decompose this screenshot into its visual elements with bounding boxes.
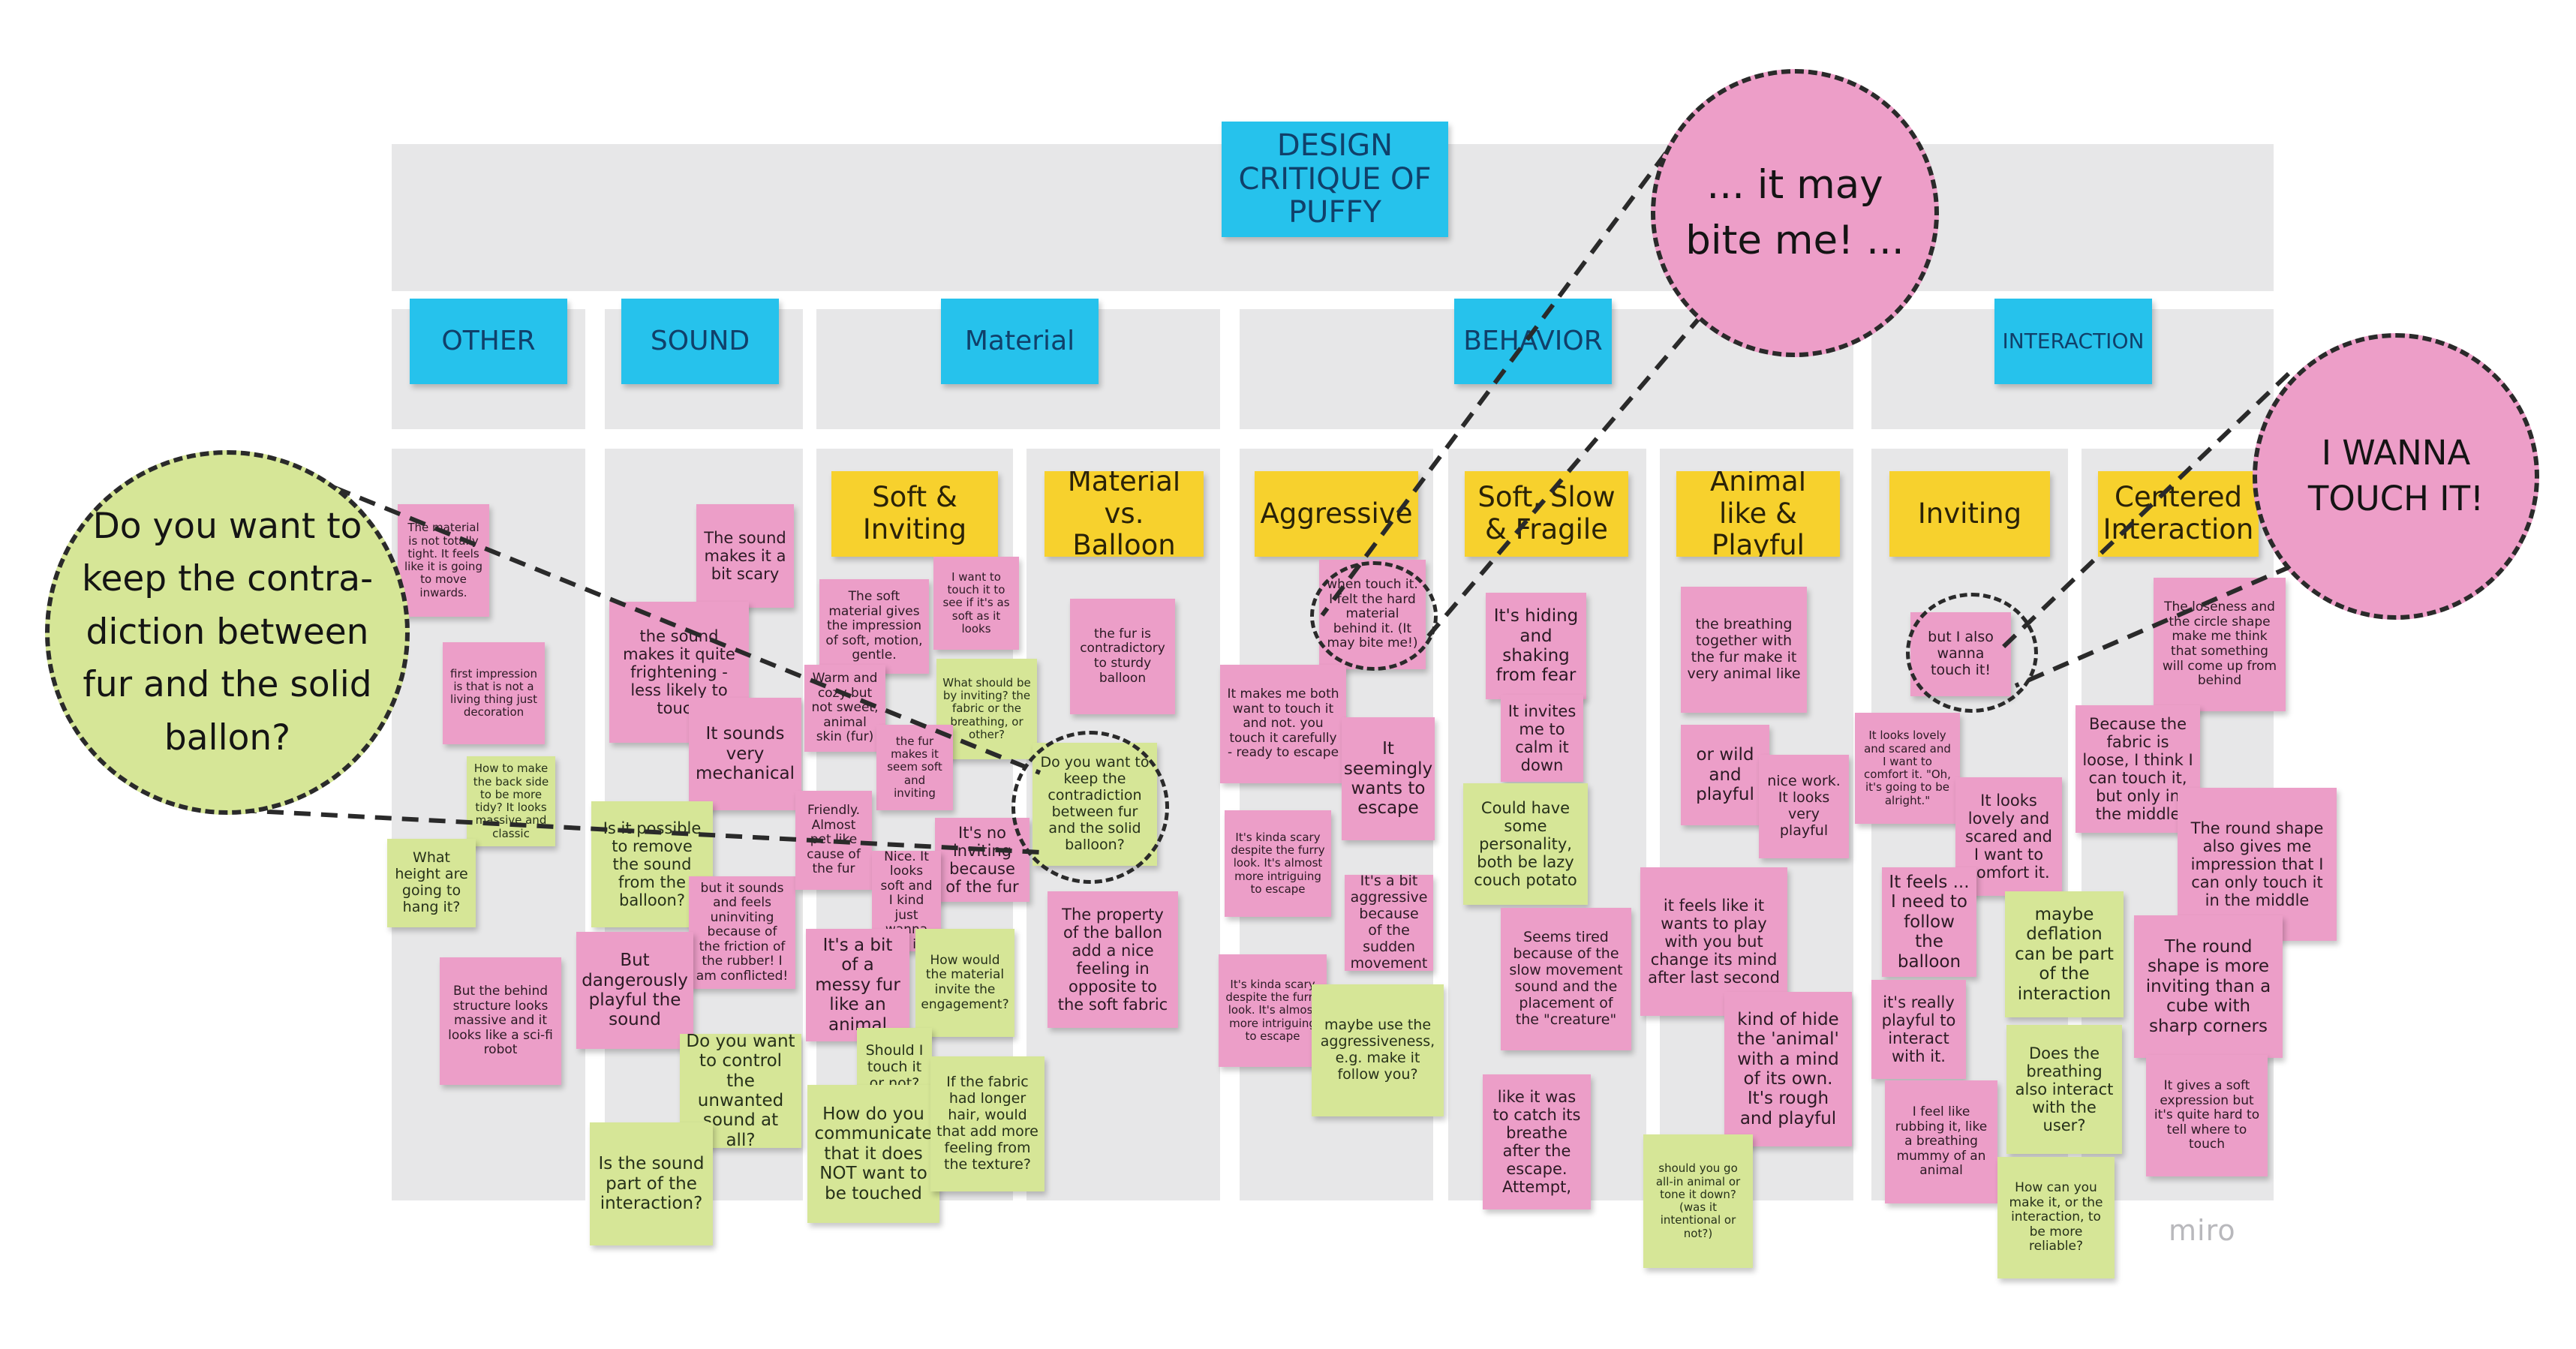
sticky-note[interactable]: How do you communicate that it does NOT … xyxy=(807,1085,939,1223)
contradiction-connector-bottom xyxy=(239,808,1041,855)
sticky-note[interactable]: But the behind structure looks massive a… xyxy=(440,957,561,1085)
sticky-note[interactable]: It makes me both want to touch it and no… xyxy=(1220,665,1346,783)
sticky-note[interactable]: but it sounds and feels uninviting becau… xyxy=(689,876,795,989)
callout-touch[interactable]: I WANNA TOUCH IT! xyxy=(2253,333,2539,620)
sticky-note[interactable]: It's hiding and shaking from fear xyxy=(1486,593,1586,699)
sticky-note[interactable]: should you go all-in animal or tone it d… xyxy=(1643,1134,1753,1268)
sticky-note[interactable]: It sounds very mechanical xyxy=(689,698,801,810)
sticky-note[interactable]: It feels ... I need to follow the balloo… xyxy=(1882,867,1976,977)
callout-bite[interactable]: ... it may bite me! ... xyxy=(1651,69,1939,357)
sticky-note[interactable]: But dangerously playful the sound xyxy=(576,932,693,1049)
sticky-note[interactable]: The sound makes it a bit scary xyxy=(696,504,794,608)
header-material[interactable]: Material xyxy=(941,299,1099,384)
sticky-note[interactable]: I feel like rubbing it, like a breathing… xyxy=(1885,1080,1997,1203)
callout-bite-text: ... it may bite me! ... xyxy=(1685,161,1904,263)
sticky-note[interactable]: If the fabric had longer hair, would tha… xyxy=(930,1056,1045,1191)
sticky-note[interactable]: Does the breathing also interact with th… xyxy=(2006,1025,2122,1154)
sticky-note[interactable]: Seems tired because of the slow movement… xyxy=(1501,908,1631,1050)
sticky-note[interactable]: The loseness and the circle shape make m… xyxy=(2154,578,2286,711)
sticky-note[interactable]: It looks lovely and scared and I want to… xyxy=(1955,777,2062,896)
sticky-note[interactable]: like it was to catch its breathe after t… xyxy=(1483,1074,1591,1209)
sticky-note[interactable]: the fur is contradictory to sturdy ballo… xyxy=(1070,599,1175,714)
sticky-note[interactable]: kind of hide the 'animal' with a mind of… xyxy=(1724,992,1852,1146)
category-material-vs-balloon[interactable]: Material vs. Balloon xyxy=(1045,471,1204,557)
sticky-note[interactable]: Do you want to control the unwanted soun… xyxy=(680,1034,801,1148)
sticky-note[interactable]: or wild and playful xyxy=(1681,725,1769,825)
sticky-note[interactable]: The property of the ballon add a nice fe… xyxy=(1048,891,1178,1028)
sticky-note[interactable]: It's no inviting because of the fur xyxy=(935,818,1029,902)
sticky-note[interactable]: maybe deflation can be part of the inter… xyxy=(2005,891,2124,1017)
sticky-note[interactable]: How would the material invite the engage… xyxy=(915,929,1014,1037)
callout-contradiction[interactable]: Do you want to keep the contra- diction … xyxy=(45,450,410,815)
sticky-note[interactable]: What height are going to hang it? xyxy=(387,839,476,927)
category-soft-inviting[interactable]: Soft & Inviting xyxy=(831,471,998,557)
sticky-note[interactable]: The round shape is more inviting than a … xyxy=(2134,915,2283,1058)
header-other[interactable]: OTHER xyxy=(410,299,567,384)
sticky-note[interactable]: it's really playful to interact with it. xyxy=(1871,980,1966,1079)
header-interaction[interactable]: INTERACTION xyxy=(1994,299,2152,384)
category-soft-slow-fragile[interactable]: Soft, Slow & Fragile xyxy=(1465,471,1628,557)
sticky-note[interactable]: The soft material gives the impression o… xyxy=(819,579,929,674)
miro-watermark: miro xyxy=(2169,1214,2236,1247)
sticky-note[interactable]: The material is not totally tight. It fe… xyxy=(398,504,489,617)
category-animal-like-playful[interactable]: Animal like & Playful xyxy=(1676,471,1840,557)
highlight-ring-touch xyxy=(1906,593,2038,713)
sticky-note[interactable]: It's kinda scary despite the furry look.… xyxy=(1225,810,1331,917)
sticky-note[interactable]: How to make the back side to be more tid… xyxy=(467,756,555,846)
sticky-note[interactable]: It invites me to calm it down xyxy=(1501,695,1583,782)
sticky-note[interactable]: What should be by inviting? the fabric o… xyxy=(936,659,1037,759)
sticky-note[interactable]: the fur makes it seem soft and inviting xyxy=(876,725,953,810)
bite-connector-right xyxy=(1423,314,1704,641)
sticky-note[interactable]: maybe use the aggressiveness, e.g. make … xyxy=(1312,984,1444,1116)
sticky-note[interactable]: It's kinda scary despite the furry look.… xyxy=(1219,954,1327,1067)
board-title[interactable]: DESIGN CRITIQUE OF PUFFY xyxy=(1222,122,1448,237)
sticky-note[interactable]: It looks lovely and scared and I want to… xyxy=(1855,713,1960,824)
contradiction-connector-top xyxy=(333,485,1042,775)
touch-connector-top xyxy=(2001,371,2291,649)
sticky-note[interactable]: It seemingly wants to escape xyxy=(1342,717,1435,840)
sticky-note[interactable]: Could have some personality, both be laz… xyxy=(1463,783,1588,905)
sticky-note[interactable]: Is the sound part of the interaction? xyxy=(590,1122,713,1245)
bite-connector-left xyxy=(1320,152,1668,617)
sticky-note[interactable]: It's a bit aggressive because of the sud… xyxy=(1345,875,1433,971)
sticky-note[interactable]: It gives a soft expression but it's quit… xyxy=(2146,1055,2268,1176)
sticky-note[interactable]: Is it possible to remove the sound from … xyxy=(591,801,713,927)
sticky-note[interactable]: It's a bit of a messy fur like an animal xyxy=(806,929,909,1041)
header-sound[interactable]: SOUND xyxy=(621,299,779,384)
highlight-ring-bite xyxy=(1310,561,1438,671)
callout-touch-text: I WANNA TOUCH IT! xyxy=(2307,433,2484,518)
callout-contradiction-text: Do you want to keep the contra- diction … xyxy=(81,505,374,759)
sticky-note[interactable]: Because the fabric is loose, I think I c… xyxy=(2076,705,2200,833)
sticky-note[interactable]: first impression is that is not a living… xyxy=(443,642,545,744)
sticky-note[interactable]: the breathing together with the fur make… xyxy=(1681,587,1807,713)
category-centered-interaction[interactable]: Centered Interaction xyxy=(2098,471,2259,557)
category-aggressive[interactable]: Aggressive xyxy=(1255,471,1418,557)
category-inviting[interactable]: Inviting xyxy=(1889,471,2050,557)
sticky-note[interactable]: it feels like it wants to play with you … xyxy=(1640,867,1787,1016)
sticky-note[interactable]: I want to touch it to see if it's as sof… xyxy=(933,557,1019,650)
sticky-note[interactable]: The round shape also gives me impression… xyxy=(2178,788,2337,941)
sticky-note[interactable]: nice work. It looks very playful xyxy=(1759,755,1849,858)
highlight-ring-contradiction xyxy=(1011,731,1169,884)
sticky-note[interactable]: How can you make it, or the interaction,… xyxy=(1997,1157,2115,1278)
